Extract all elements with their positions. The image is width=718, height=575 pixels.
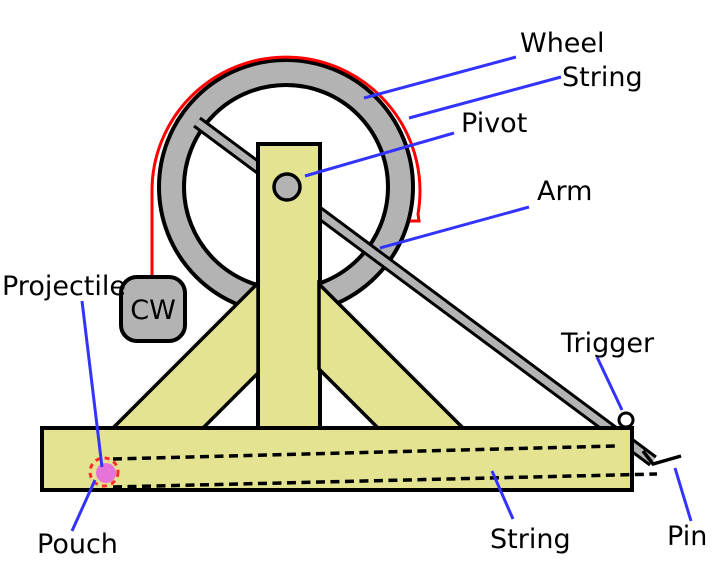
pivot-leader-line [304, 131, 455, 178]
arm-leader-line [379, 205, 530, 250]
projectile-leader-line [80, 300, 104, 468]
release-string-lower [112, 472, 658, 489]
string-bottom-label: String [490, 524, 571, 555]
counterweight-label: CW [130, 295, 176, 326]
trigger-leader-line [595, 356, 624, 411]
projectile-label: Projectile [2, 271, 126, 302]
trigger-label: Trigger [560, 328, 655, 359]
pouch-leader-line [70, 479, 97, 532]
arm-label: Arm [537, 176, 592, 207]
string-top-leader-line [408, 75, 562, 120]
wheel-label: Wheel [520, 28, 605, 59]
trigger-shape [617, 411, 635, 429]
string-bottom-leader-line [490, 470, 515, 520]
counterweight-shape [119, 275, 187, 343]
base-beam [40, 426, 634, 492]
wheel-string [150, 55, 422, 278]
wheel-leader-line [363, 55, 517, 100]
pin-label: Pin [667, 521, 707, 552]
pin-leader-line [673, 467, 693, 522]
pivot-shape [272, 172, 302, 202]
release-string-upper [112, 444, 618, 461]
projectile-shape [96, 463, 116, 483]
pin-shape [641, 449, 682, 467]
string-top-label: String [562, 62, 643, 93]
pivot-label: Pivot [461, 108, 527, 139]
pouch-label: Pouch [37, 529, 118, 560]
pouch-shape [88, 456, 120, 488]
